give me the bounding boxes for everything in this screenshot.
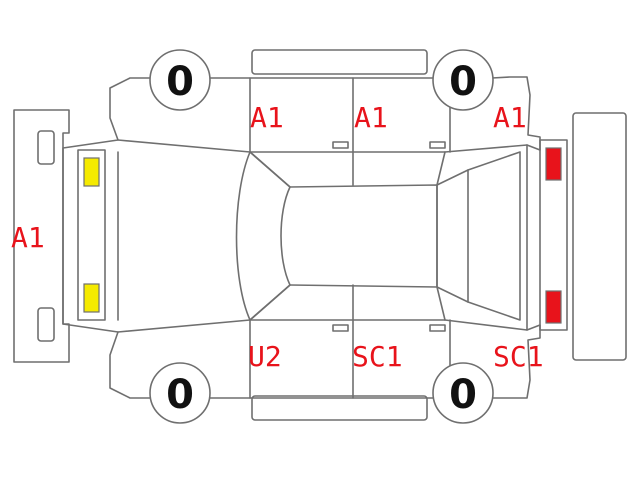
left-side-step [251, 49, 428, 75]
windshield [235, 151, 291, 321]
tire-rear-right [432, 362, 494, 424]
right-front-door-handle [332, 324, 349, 332]
tire-front-right-value: 0 [166, 372, 194, 418]
tire-rear-left-value: 0 [449, 59, 477, 105]
front-grille [77, 149, 106, 321]
label-front-right-fender: U2 [248, 340, 282, 373]
tire-rear-left [432, 49, 494, 111]
tire-rear-right-value: 0 [449, 372, 477, 418]
tailgate [467, 151, 521, 321]
label-front-left-fender: A1 [250, 101, 284, 134]
tire-front-left [149, 49, 211, 111]
roof [289, 184, 438, 288]
right-rear-door-handle [429, 324, 446, 332]
rear-window [436, 169, 469, 303]
front-lamp-top [83, 157, 100, 187]
tire-front-left-value: 0 [166, 59, 194, 105]
rear-roof-corners [436, 151, 446, 321]
right-side-step [251, 395, 428, 421]
body-outline [62, 76, 541, 399]
belt-line [117, 139, 528, 333]
label-front-bumper: A1 [11, 221, 45, 254]
label-front-left-door: A1 [354, 101, 388, 134]
front-fog-lamp-bottom [37, 307, 55, 342]
rear-lamp-panel [539, 139, 568, 331]
left-rear-door-handle [429, 141, 446, 149]
rear-lamp-top [545, 147, 562, 181]
left-front-door-handle [332, 141, 349, 149]
label-front-right-door: SC1 [352, 340, 403, 373]
front-lamp-bottom [83, 283, 100, 313]
label-rear-left-quarter: A1 [493, 101, 527, 134]
windshield-corners [249, 151, 291, 321]
rear-bumper [572, 112, 627, 361]
label-rear-right-quarter: SC1 [493, 340, 544, 373]
tire-front-right [149, 362, 211, 424]
front-fog-lamp-top [37, 130, 55, 165]
rear-lamp-bottom [545, 290, 562, 324]
